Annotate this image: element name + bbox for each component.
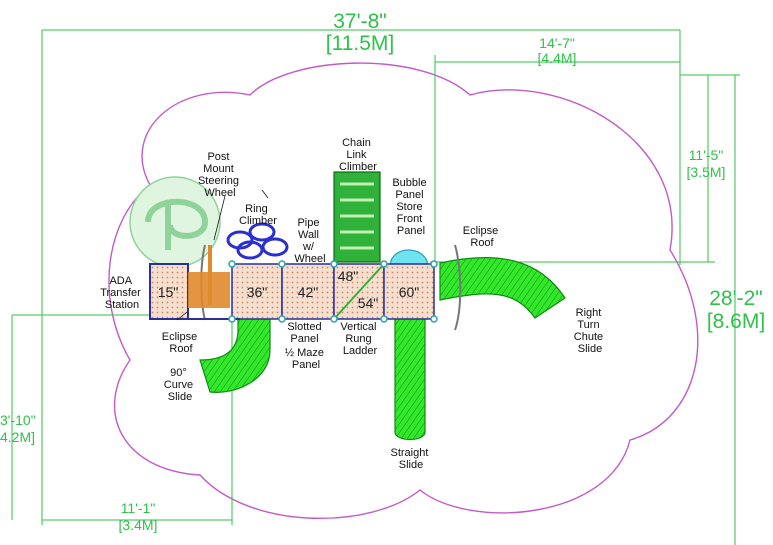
deck-structure <box>149 260 438 323</box>
leader-lines <box>176 189 269 321</box>
svg-text:Eclipse Roof: Eclipse Roof <box>463 225 502 249</box>
label-slotted-2: Panel <box>290 333 318 345</box>
label-straight-2: Slide <box>399 459 423 471</box>
label-maze-2: Panel <box>292 359 320 371</box>
svg-text:Vertical Rung Ladd: Vertical Rung Ladder <box>340 321 379 357</box>
label-pipe-4: Wheel <box>294 253 325 265</box>
svg-text:Chain Link Climber: Chain Link Climber <box>339 137 377 173</box>
deck-height-60: 60" <box>399 284 420 300</box>
svg-text:Straight Slide: Straight Slide <box>391 447 432 471</box>
overall-width-m: [11.5M] <box>326 32 394 55</box>
curve-slide <box>199 304 271 393</box>
overall-height-ft: 28'-2" <box>709 287 763 310</box>
svg-text:Slotted Panel ½ Ma: Slotted Panel ½ Maze Panel <box>285 321 327 371</box>
left-height-m: 4.2M] <box>0 429 35 445</box>
right-height-m: [3.5M] <box>687 164 726 180</box>
label-vert-2: Rung <box>345 333 371 345</box>
label-vert-3: Ladder <box>343 345 378 357</box>
logo-emblem <box>129 176 221 268</box>
overall-width-ft: 37'-8" <box>333 10 387 33</box>
use-zone-boundary <box>108 62 699 520</box>
svg-text:Bubble Panel Store: Bubble Panel Store Front Panel <box>392 177 429 237</box>
straight-slide <box>394 299 426 441</box>
left-height-ft: 3'-10" <box>0 412 36 428</box>
label-maze-1: ½ Maze <box>285 347 324 359</box>
dimension-lines <box>11 29 740 545</box>
label-ada: ADA <box>109 275 132 287</box>
label-bubble-3: Store <box>396 201 422 213</box>
label-pipe-1: Pipe <box>297 217 319 229</box>
deck-height-15: 15" <box>158 284 179 300</box>
eclipse-roof-right <box>454 244 462 331</box>
svg-text:Ring Climber: Ring Climber <box>239 203 277 227</box>
label-right-4: Slide <box>578 343 602 355</box>
label-pmsw-3: Steering <box>198 175 239 187</box>
label-curve-2: Curve <box>164 379 193 391</box>
svg-text:Pipe Wall w/: Pipe Wall w/ Wheel <box>294 217 325 265</box>
ring-climber <box>226 222 289 260</box>
label-chain-2: Link <box>346 149 367 161</box>
bubble-panel-dome <box>389 249 429 266</box>
right-turn-chute-slide <box>439 257 566 319</box>
label-slotted-1: Slotted <box>287 321 321 333</box>
label-chain-1: Chain <box>342 137 371 149</box>
label-bubble-2: Panel <box>395 189 423 201</box>
deck-height-48: 48" <box>338 268 359 284</box>
chain-link-climber <box>333 171 381 263</box>
label-eclipse-left-1: Eclipse <box>162 331 197 343</box>
svg-text:Eclipse Roof: Eclipse Roof <box>162 331 201 355</box>
svg-text:Right Turn Chute: Right Turn Chute Slide <box>574 307 606 355</box>
bottom-width-ft: 11'-1" <box>121 500 156 516</box>
label-straight-1: Straight <box>391 447 429 459</box>
label-bubble-1: Bubble <box>392 177 426 189</box>
label-eclipse-right-2: Roof <box>470 237 494 249</box>
right-width-ft: 14'-7" <box>539 35 575 51</box>
component-labels: ADA Transfer Station Post Mount Steering… <box>100 137 606 471</box>
svg-text:Post Mount Steerin: Post Mount Steering Wheel <box>198 151 242 199</box>
right-height-ft: 11'-5" <box>689 147 724 163</box>
label-right-1: Right <box>576 307 602 319</box>
svg-text:90° Curve Slide: 90° Curve Slide <box>164 367 196 403</box>
label-ring-1: Ring <box>245 203 268 215</box>
label-chain-3: Climber <box>339 161 377 173</box>
right-width-m: [4.4M] <box>538 50 577 66</box>
svg-text:ADA Transfer Stati: ADA Transfer Station <box>100 275 144 311</box>
label-pipe-2: Wall <box>298 229 319 241</box>
label-eclipse-left-2: Roof <box>169 343 193 355</box>
label-pmsw-1: Post <box>207 151 229 163</box>
label-eclipse-right-1: Eclipse <box>463 225 498 237</box>
deck-height-54: 54" <box>358 295 379 311</box>
deck-height-36: 36" <box>247 284 268 300</box>
label-pmsw-4: Wheel <box>204 187 235 199</box>
label-bubble-5: Panel <box>397 225 425 237</box>
label-bubble-4: Front <box>397 213 423 225</box>
label-right-3: Chute <box>574 331 603 343</box>
label-ada-3: Station <box>105 299 139 311</box>
overall-height-m: [8.6M] <box>707 310 765 333</box>
label-ada-2: Transfer <box>100 287 141 299</box>
deck-height-42: 42" <box>298 284 319 300</box>
label-right-2: Turn <box>577 319 599 331</box>
label-pmsw-2: Mount <box>203 163 234 175</box>
label-pipe-3: w/ <box>302 241 315 253</box>
label-ring-2: Climber <box>239 215 277 227</box>
label-curve-3: Slide <box>168 391 192 403</box>
label-vert-1: Vertical <box>340 321 376 333</box>
bottom-width-m: [3.4M] <box>119 517 158 533</box>
label-curve-1: 90° <box>170 367 187 379</box>
